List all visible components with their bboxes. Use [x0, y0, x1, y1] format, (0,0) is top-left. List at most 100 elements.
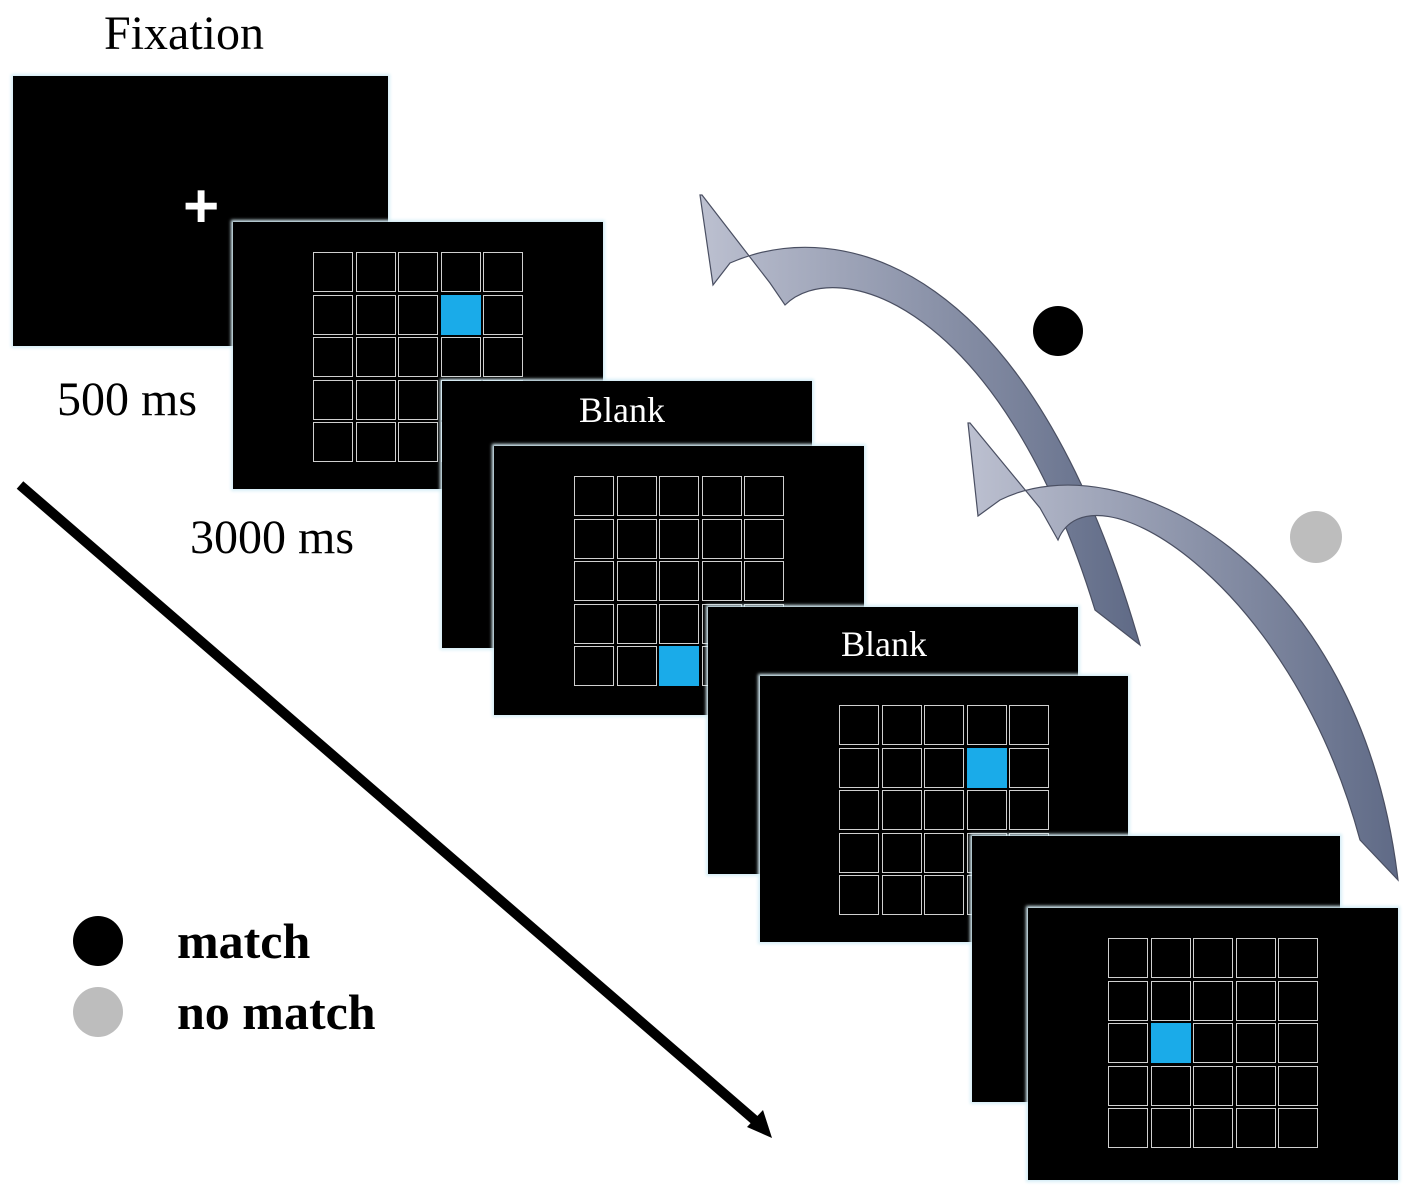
grid-cell — [483, 337, 523, 377]
grid-cell — [659, 476, 699, 516]
grid-cell — [659, 561, 699, 601]
grid-cell — [616, 646, 657, 686]
grid-cell — [881, 747, 922, 788]
grid-cell — [1009, 747, 1049, 788]
grid-cell — [313, 252, 353, 292]
grid-cell — [1009, 705, 1049, 745]
grid-cell — [1235, 1065, 1276, 1106]
legend-no-match-label: no match — [177, 984, 376, 1040]
grid-cell — [313, 379, 353, 420]
grid-cell — [574, 561, 614, 601]
grid-cell — [924, 747, 964, 788]
grid-cell — [744, 476, 784, 516]
grid-cell — [1235, 1023, 1276, 1063]
grid-cell — [574, 646, 614, 686]
grid-cell — [355, 422, 396, 462]
grid-cell — [924, 832, 964, 873]
match-marker-dot — [1033, 306, 1083, 356]
blank-label-1: Blank — [579, 390, 665, 430]
grid-cell — [616, 476, 657, 516]
grid-cell — [1108, 1108, 1148, 1148]
grid-cell — [1278, 1065, 1318, 1106]
no-match-marker-dot — [1290, 511, 1342, 563]
grid-cell — [1235, 980, 1276, 1021]
grid-cell — [1235, 1108, 1276, 1148]
grid-cell — [1108, 938, 1148, 978]
grid-cell — [744, 518, 784, 559]
grid-cell-highlighted — [966, 747, 1007, 788]
grid-cell — [1009, 790, 1049, 830]
grid-cell — [574, 518, 614, 559]
grid-cell — [440, 252, 481, 292]
grid-cell — [398, 422, 438, 462]
grid-cell — [440, 337, 481, 377]
curved-arrow-match — [699, 194, 1142, 647]
grid-cell-highlighted — [440, 294, 481, 335]
grid-cell — [839, 832, 879, 873]
grid-cell — [839, 747, 879, 788]
grid-cell — [701, 476, 742, 516]
fixation-title: Fixation — [104, 7, 265, 60]
grid-cell — [881, 790, 922, 830]
blank-label-2: Blank — [841, 624, 927, 664]
grid-cell — [881, 875, 922, 915]
grid-cell — [355, 379, 396, 420]
grid-cell — [924, 875, 964, 915]
grid-cell — [398, 337, 438, 377]
grid-cell — [1150, 1108, 1191, 1148]
legend-no-match-dot — [73, 987, 123, 1037]
grid-cell — [1108, 1023, 1148, 1063]
grid-cell — [701, 561, 742, 601]
grid-cell — [1108, 980, 1148, 1021]
grid-cell — [1278, 938, 1318, 978]
grid-cell — [1150, 938, 1191, 978]
grid-cell — [659, 518, 699, 559]
legend-match-dot — [73, 916, 123, 966]
grid-cell — [616, 603, 657, 644]
grid-cell — [744, 561, 784, 601]
grid-cell — [881, 832, 922, 873]
grid-cell — [839, 875, 879, 915]
grid-cell — [574, 603, 614, 644]
time-axis-line — [16, 481, 762, 1127]
grid-cell — [616, 518, 657, 559]
time-axis-arrowhead — [747, 1110, 772, 1138]
grid-cell — [313, 422, 353, 462]
grid-cell-highlighted — [1150, 1023, 1191, 1063]
grid-cell — [398, 252, 438, 292]
fixation-cross: + — [183, 172, 220, 241]
grid-cell — [1193, 1065, 1233, 1106]
grid-cell — [398, 294, 438, 335]
grid-cell — [313, 337, 353, 377]
grid-cell — [313, 294, 353, 335]
grid-cell — [616, 561, 657, 601]
grid-cell-highlighted — [659, 646, 699, 686]
grid-cell — [483, 252, 523, 292]
grid-cell — [839, 705, 879, 745]
grid-cell — [1278, 1023, 1318, 1063]
grid-cell — [574, 476, 614, 516]
grid-cell — [355, 294, 396, 335]
grid-cell — [1278, 980, 1318, 1021]
grid-cell — [701, 518, 742, 559]
grid-cell — [1235, 938, 1276, 978]
grid-cell — [839, 790, 879, 830]
grid-cell — [1150, 1065, 1191, 1106]
grid-cell — [1150, 980, 1191, 1021]
grid-cell — [881, 705, 922, 745]
location-grid-1 — [313, 252, 523, 462]
grid-cell — [1193, 938, 1233, 978]
grid-cell — [924, 790, 964, 830]
grid-cell — [398, 379, 438, 420]
grid-cell — [1278, 1108, 1318, 1148]
curved-arrow-no-match — [967, 422, 1399, 882]
grid-cell — [1193, 980, 1233, 1021]
grid-cell — [483, 294, 523, 335]
stimulus-duration: 3000 ms — [190, 511, 355, 564]
grid-cell — [1193, 1023, 1233, 1063]
stimulus-screen-4 — [1028, 908, 1398, 1180]
grid-cell — [355, 337, 396, 377]
fixation-duration: 500 ms — [57, 373, 198, 426]
grid-cell — [1108, 1065, 1148, 1106]
